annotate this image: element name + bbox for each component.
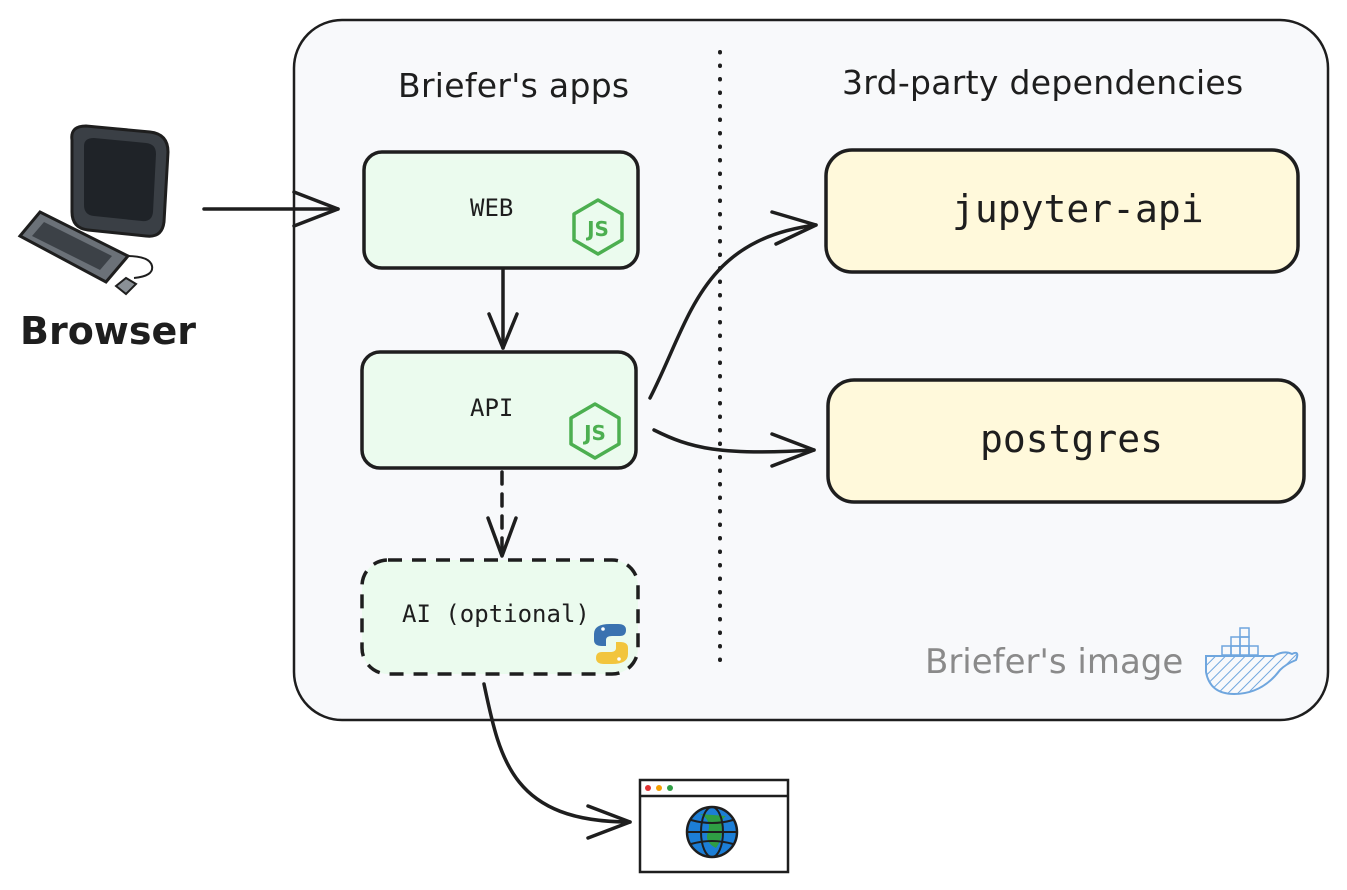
python-icon [594, 624, 628, 664]
internet-browser-globe-icon [638, 778, 790, 874]
edge-api-to-ai [486, 470, 518, 558]
browser-label: Browser [20, 309, 197, 353]
edge-ai-to-internet [482, 682, 632, 840]
apps-section-heading: Briefer's apps [398, 66, 630, 105]
api-node [360, 350, 638, 470]
edge-api-to-postgres [652, 428, 816, 468]
postgres-node [826, 378, 1306, 504]
ai-node-label: AI (optional) [402, 600, 590, 628]
ai-node [360, 558, 640, 676]
edge-web-to-api [487, 268, 519, 350]
docker-whale-icon [1205, 627, 1299, 696]
svg-text:JS: JS [582, 421, 606, 445]
nodejs-icon: JS [569, 402, 621, 460]
jupyter-api-label: jupyter-api [952, 187, 1204, 231]
postgres-label: postgres [980, 417, 1164, 461]
svg-text:JS: JS [585, 217, 609, 241]
dependencies-section-heading: 3rd-party dependencies [842, 63, 1244, 102]
web-node [362, 150, 640, 270]
web-node-label: WEB [470, 194, 514, 222]
edge-browser-to-web [202, 190, 340, 228]
jupyter-api-node [824, 148, 1300, 274]
api-node-label: API [470, 394, 514, 422]
nodejs-icon: JS [572, 198, 624, 256]
edge-api-to-jupyter [648, 210, 818, 400]
desktop-computer-icon [17, 124, 170, 296]
briefer-image-caption: Briefer's image [925, 642, 1184, 682]
